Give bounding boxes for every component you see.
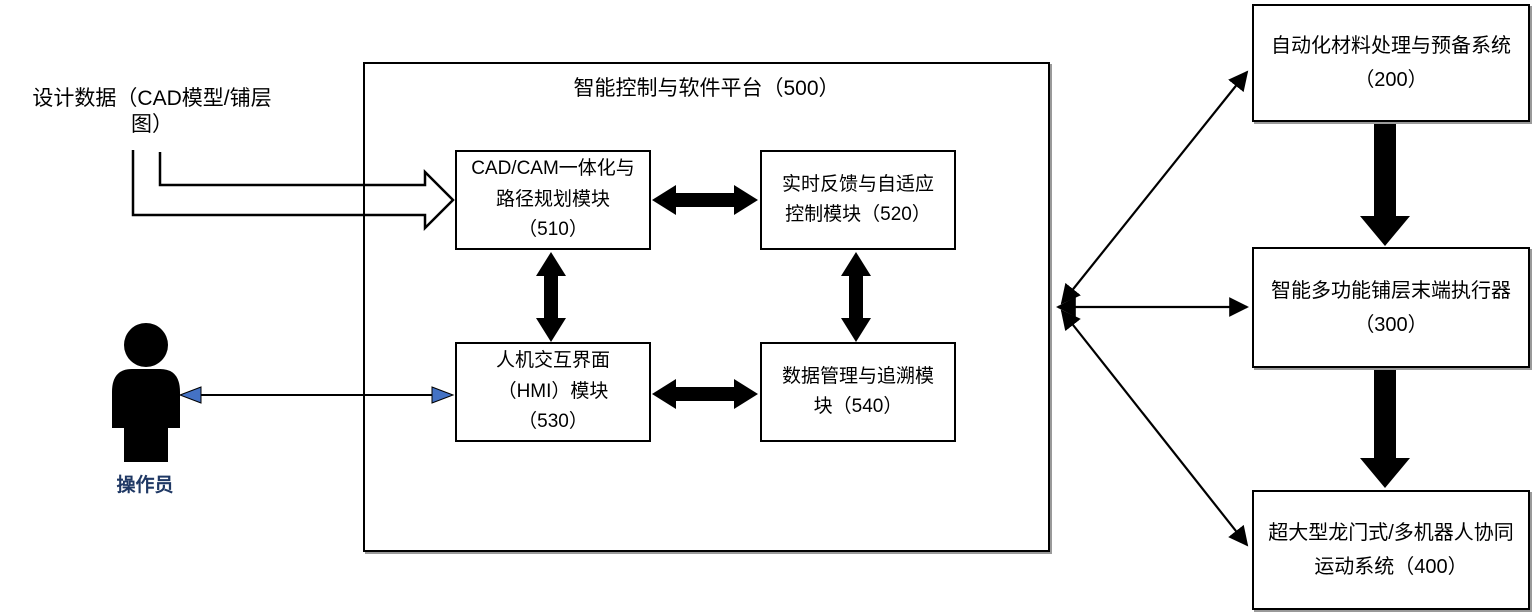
module-box-530: 人机交互界面 （HMI）模块 （530）	[455, 342, 651, 442]
arrow-operator-hmi	[178, 386, 455, 404]
arrow-530-540	[652, 379, 758, 409]
arrow-520-540	[841, 252, 871, 342]
system-box-200: 自动化材料处理与预备系统 （200）	[1252, 4, 1530, 122]
module-label-530: 人机交互界面 （HMI）模块 （530）	[495, 350, 610, 433]
arrow-510-520	[652, 185, 758, 215]
operator-icon	[112, 323, 180, 462]
system-label-300: 智能多功能铺层末端执行器 （300）	[1271, 279, 1511, 336]
platform-title: 智能控制与软件平台（500）	[573, 77, 840, 100]
arrow-platform-400	[1060, 309, 1249, 547]
module-label-520: 实时反馈与自适应 控制模块（520）	[781, 173, 934, 225]
module-box-510: CAD/CAM一体化与 路径规划模块 （510）	[455, 150, 651, 250]
system-label-200: 自动化材料处理与预备系统 （200）	[1271, 35, 1511, 91]
arrow-300-400	[1360, 368, 1410, 488]
system-box-300: 智能多功能铺层末端执行器 （300）	[1252, 247, 1530, 368]
platform-box-500	[363, 62, 1050, 552]
system-label-400: 超大型龙门式/多机器人协同 运动系统（400）	[1268, 522, 1514, 578]
design-data-arrow	[131, 150, 455, 232]
module-box-520: 实时反馈与自适应 控制模块（520）	[760, 150, 956, 250]
arrow-platform-200	[1060, 70, 1249, 305]
module-label-540: 数据管理与追溯模 块（540）	[781, 365, 934, 417]
module-label-510: CAD/CAM一体化与 路径规划模块 （510）	[471, 158, 635, 241]
system-box-400: 超大型龙门式/多机器人协同 运动系统（400）	[1252, 490, 1530, 610]
module-box-540: 数据管理与追溯模 块（540）	[760, 342, 956, 442]
design-data-label: 设计数据（CAD模型/铺层 图）	[32, 87, 272, 137]
operator-label: 操作员	[116, 475, 174, 496]
arrow-200-300	[1360, 122, 1410, 246]
arrow-510-530	[536, 252, 566, 342]
